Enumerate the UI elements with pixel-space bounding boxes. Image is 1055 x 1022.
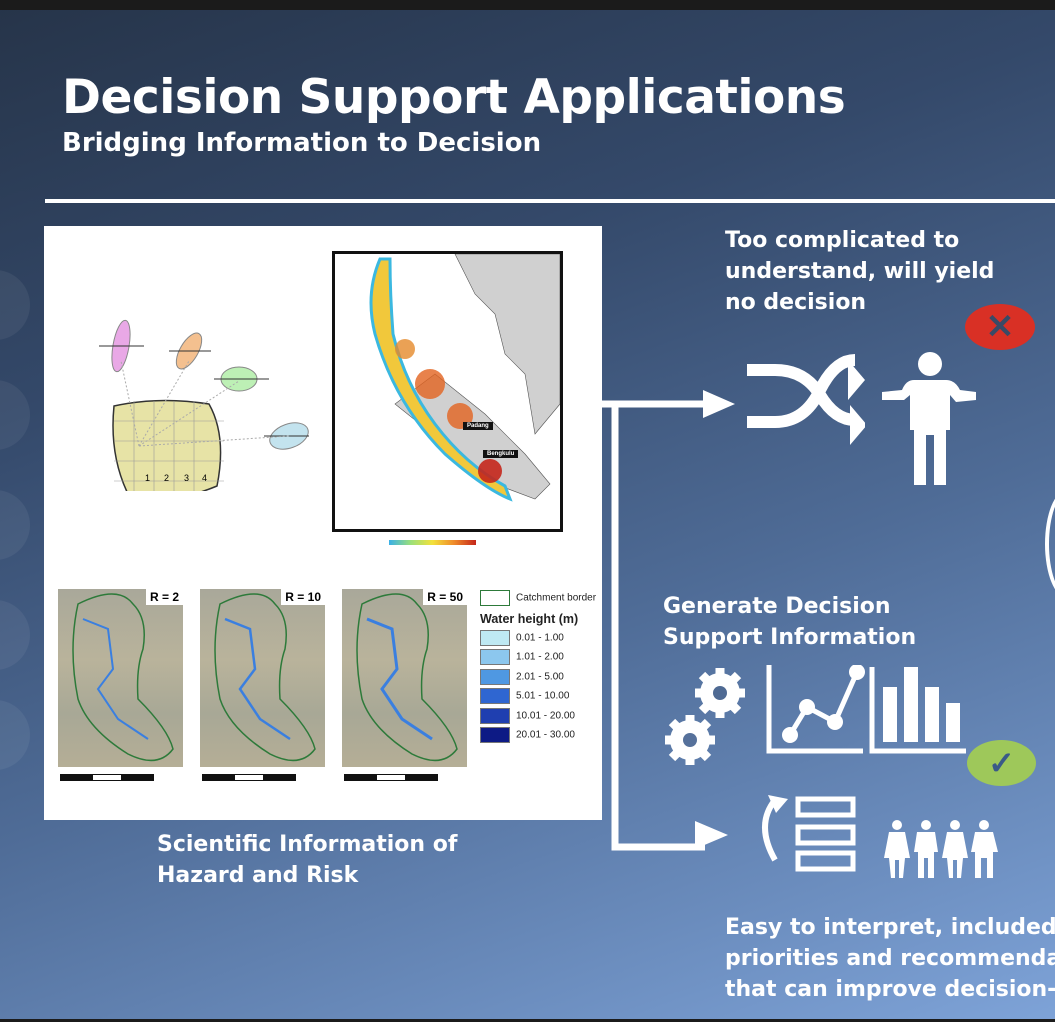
legend-swatch — [480, 649, 510, 665]
flood-map-r2: R = 2 — [58, 589, 183, 767]
slide-subtitle: Bridging Information to Decision — [62, 128, 542, 158]
refresh-list-icon — [762, 795, 856, 872]
text-line: priorities and recommenda — [725, 946, 1055, 971]
decision-cycle-fragment — [1045, 490, 1055, 598]
scale-bar — [60, 774, 154, 781]
bad-outcome-text: Too complicated to understand, will yiel… — [725, 225, 994, 318]
hazard-colorbar — [389, 540, 476, 545]
text-line: Too complicated to — [725, 228, 960, 253]
rejected-badge: ✕ — [965, 304, 1035, 350]
source-ellipse-diagram — [99, 319, 309, 491]
checkmark-icon: ✓ — [988, 745, 1015, 781]
caption-line: Hazard and Risk — [157, 863, 359, 888]
legend-label: 10.01 - 20.00 — [516, 710, 575, 722]
scale-bar — [202, 774, 296, 781]
legend-swatch — [480, 688, 510, 704]
grid-number: 1 — [145, 473, 151, 483]
text-line: Easy to interpret, included — [725, 915, 1055, 940]
window-top-bar — [0, 0, 1055, 10]
bar-chart-icon — [869, 667, 966, 754]
grid-number: 4 — [202, 473, 208, 483]
return-period-label: R = 2 — [145, 589, 183, 605]
legend-title: Water height (m) — [480, 611, 579, 626]
text-line: Generate Decision — [663, 594, 891, 619]
text-line: understand, will yield — [725, 259, 995, 284]
text-line: Support Information — [663, 625, 917, 650]
water-height-legend: Catchment border Water height (m) 0.01 -… — [480, 590, 596, 747]
flood-map-r10: R = 10 — [200, 589, 325, 767]
x-icon: ✕ — [985, 308, 1015, 346]
legend-label: 20.01 - 30.00 — [516, 729, 575, 741]
text-line: no decision — [725, 290, 867, 315]
window-bottom-bar — [0, 1019, 1055, 1022]
legend-item: 2.01 - 5.00 — [480, 668, 596, 689]
decor-circle — [0, 490, 30, 560]
scale-bar — [344, 774, 438, 781]
line-chart-icon — [766, 665, 865, 754]
grid-number: 3 — [184, 473, 190, 483]
legend-swatch — [480, 727, 510, 743]
legend-item: 1.01 - 2.00 — [480, 649, 596, 669]
group-people-icon — [884, 820, 998, 878]
confused-person-icon — [882, 352, 976, 485]
legend-item: 0.01 - 1.00 — [480, 629, 596, 650]
legend-item: 10.01 - 20.00 — [480, 707, 596, 728]
legend-label: 5.01 - 10.00 — [516, 690, 570, 702]
decor-circle — [0, 270, 30, 340]
flow-arrows — [600, 390, 735, 851]
process-text: Generate Decision Support Information — [663, 591, 916, 653]
legend-item: 5.01 - 10.00 — [480, 688, 596, 708]
hazard-map: Padang Bengkulu — [332, 251, 563, 532]
shuffle-icon — [747, 354, 865, 445]
caption-line: Scientific Information of — [157, 832, 458, 857]
legend-swatch — [480, 707, 510, 724]
science-figure-panel: 1 2 3 4 Padang Bengkulu R = 2 R = 10 R =… — [44, 226, 602, 820]
decor-circle — [0, 380, 30, 450]
flood-map-r50: R = 50 — [342, 589, 467, 767]
legend-swatch — [480, 590, 510, 606]
legend-catchment: Catchment border — [480, 590, 596, 610]
legend-label: 1.01 - 2.00 — [516, 651, 564, 663]
gears-icon — [665, 668, 745, 765]
slide-title: Decision Support Applications — [62, 70, 846, 125]
grid-number: 2 — [164, 473, 170, 483]
decor-circle — [0, 600, 30, 670]
return-period-label: R = 50 — [423, 589, 467, 605]
legend-label: 2.01 - 5.00 — [516, 671, 564, 683]
divider — [45, 199, 1055, 203]
text-line: that can improve decision- — [725, 977, 1055, 1002]
legend-label: 0.01 - 1.00 — [516, 632, 564, 644]
return-period-label: R = 10 — [281, 589, 325, 605]
approved-badge: ✓ — [967, 740, 1036, 786]
legend-item: 20.01 - 30.00 — [480, 727, 596, 747]
city-label-bengkulu: Bengkulu — [483, 450, 519, 458]
figure-caption: Scientific Information of Hazard and Ris… — [157, 829, 457, 891]
legend-label: Catchment border — [516, 592, 597, 604]
legend-swatch — [480, 668, 510, 685]
good-outcome-text: Easy to interpret, included priorities a… — [725, 912, 1055, 1005]
city-label-padang: Padang — [463, 422, 493, 430]
legend-swatch — [480, 629, 510, 646]
decor-circle — [0, 700, 30, 770]
